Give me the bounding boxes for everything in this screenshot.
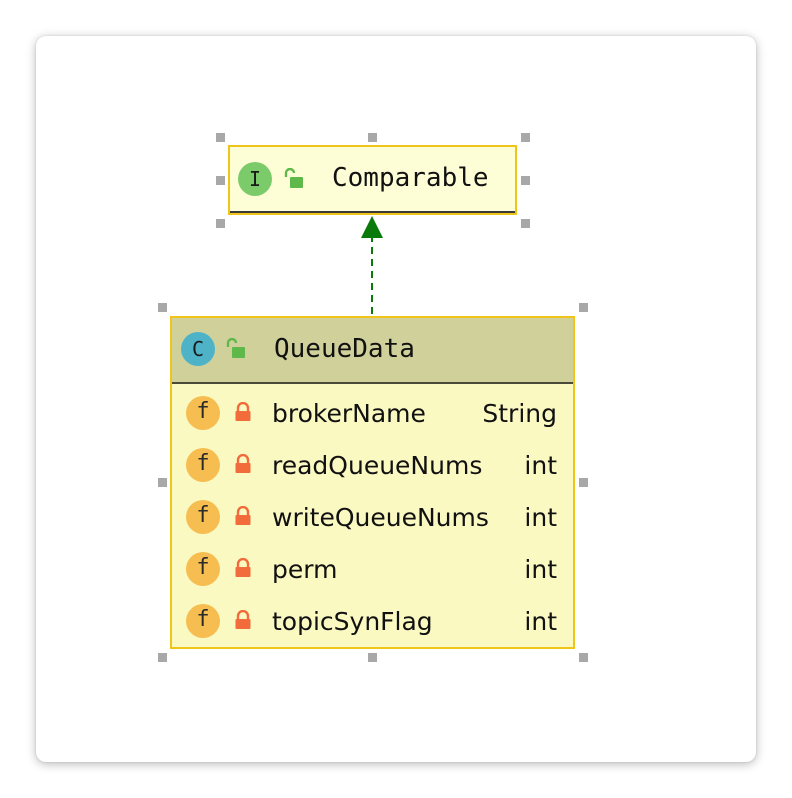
class-header: C QueueData [172, 318, 573, 384]
field-row[interactable]: f perm int [172, 544, 573, 596]
open-lock-icon [226, 338, 245, 358]
closed-lock-icon [235, 506, 251, 525]
interface-name: Comparable [332, 163, 489, 193]
interface-header: I Comparable [230, 147, 515, 213]
field-row[interactable]: f topicSynFlag int [172, 596, 573, 648]
selection-handle[interactable] [216, 176, 225, 185]
field-badge-icon: f [186, 604, 220, 638]
field-type: int [524, 555, 557, 584]
field-name: topicSynFlag [272, 607, 433, 636]
field-type: String [482, 399, 557, 428]
class-node-queuedata[interactable]: C QueueData f brokerName String f readQu… [170, 316, 575, 649]
selection-handle[interactable] [368, 133, 377, 142]
closed-lock-icon [235, 402, 251, 421]
closed-lock-icon [235, 558, 251, 577]
closed-lock-icon [235, 454, 251, 473]
selection-handle[interactable] [521, 219, 530, 228]
class-badge-icon: C [181, 332, 215, 366]
field-type: int [524, 451, 557, 480]
field-row[interactable]: f readQueueNums int [172, 440, 573, 492]
selection-handle[interactable] [521, 133, 530, 142]
selection-handle[interactable] [579, 653, 588, 662]
closed-lock-icon [235, 610, 251, 629]
interface-node-comparable[interactable]: I Comparable [228, 145, 517, 215]
selection-handle[interactable] [158, 478, 167, 487]
open-lock-icon [284, 168, 303, 188]
selection-handle[interactable] [579, 303, 588, 312]
selection-handle[interactable] [579, 478, 588, 487]
field-badge-icon: f [186, 396, 220, 430]
field-badge-icon: f [186, 552, 220, 586]
arrowhead-icon [361, 216, 383, 238]
selection-handle[interactable] [521, 176, 530, 185]
field-type: int [524, 607, 557, 636]
selection-handle[interactable] [216, 219, 225, 228]
selection-handle[interactable] [158, 653, 167, 662]
field-row[interactable]: f brokerName String [172, 388, 573, 440]
selection-handle[interactable] [368, 653, 377, 662]
field-type: int [524, 503, 557, 532]
class-name: QueueData [274, 334, 415, 364]
field-name: brokerName [272, 399, 426, 428]
field-name: perm [272, 555, 338, 584]
field-name: readQueueNums [272, 451, 483, 480]
field-badge-icon: f [186, 500, 220, 534]
field-row[interactable]: f writeQueueNums int [172, 492, 573, 544]
selection-handle[interactable] [158, 303, 167, 312]
field-name: writeQueueNums [272, 503, 489, 532]
interface-badge-icon: I [238, 162, 272, 196]
selection-handle[interactable] [216, 133, 225, 142]
field-badge-icon: f [186, 448, 220, 482]
